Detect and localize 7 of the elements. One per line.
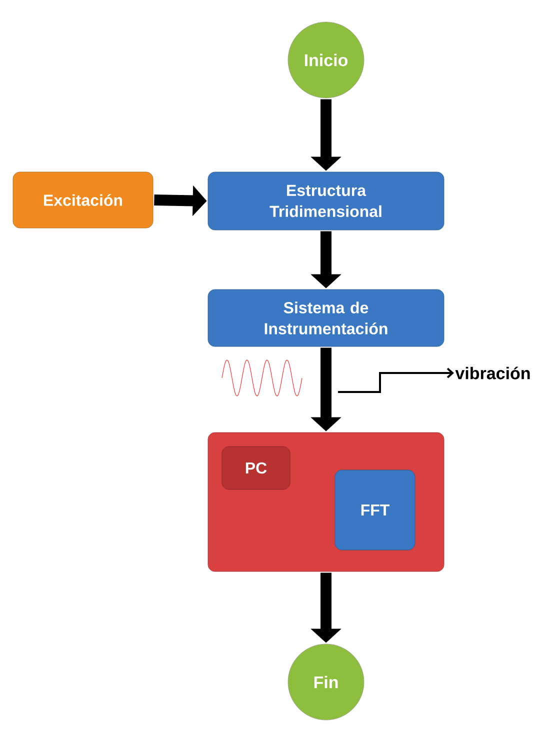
- process-box: Excitación: [12, 172, 154, 228]
- process-box: Sistema de Instrumentación: [208, 289, 444, 347]
- process-box: Estructura Tridimensional: [208, 172, 444, 230]
- leader-line: [338, 368, 454, 393]
- process-box: FFT: [334, 470, 416, 550]
- signal-label: vibración: [455, 366, 530, 380]
- process-box: PC: [222, 446, 290, 490]
